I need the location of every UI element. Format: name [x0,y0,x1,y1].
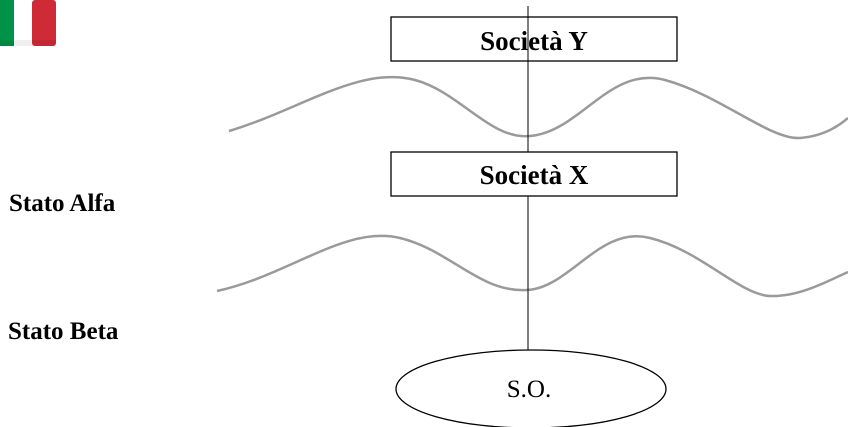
company-x-label: Società X [480,160,589,190]
company-x-box: Società X [390,151,678,197]
state-beta-label: Stato Beta [8,318,119,345]
border-wave-upper [228,75,848,140]
company-y-label: Società Y [480,26,588,56]
italy-flag-icon [0,0,56,46]
company-y-box: Società Y [390,16,678,62]
border-wave-lower [216,234,848,298]
permanent-establishment-oval: S.O. [395,349,667,427]
oval-label: S.O. [507,376,551,403]
state-alpha-label: Stato Alfa [9,190,116,217]
